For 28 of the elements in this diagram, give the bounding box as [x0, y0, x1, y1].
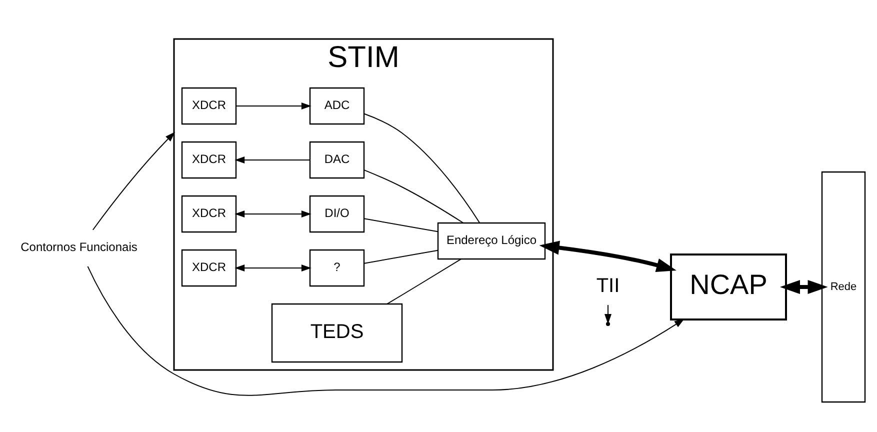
node-box: XDCR	[181, 194, 237, 232]
arrow	[234, 210, 312, 217]
arrow	[234, 156, 310, 163]
arrow	[234, 264, 312, 271]
arrow	[604, 304, 612, 324]
node-text: Contornos Funcionais	[20, 240, 138, 254]
node-box: XDCR	[181, 86, 237, 124]
connector	[364, 169, 464, 223]
node-box: DI/O	[309, 194, 365, 232]
arrow	[539, 240, 676, 272]
node-box: ADC	[309, 86, 365, 124]
connector	[364, 112, 480, 223]
arrow	[780, 279, 828, 294]
node-box: Rede	[821, 170, 866, 402]
arrow	[92, 131, 176, 230]
node-box: XDCR	[181, 248, 237, 286]
node-box: ?	[309, 248, 365, 286]
node-text: TII	[596, 274, 620, 296]
connector	[364, 249, 438, 264]
arrow	[87, 265, 684, 396]
node-box: NCAP	[670, 253, 787, 320]
node-box: DAC	[309, 140, 365, 178]
node-box: TEDS	[271, 302, 403, 362]
node-box: Endereço Lógico	[437, 222, 546, 260]
node-box: XDCR	[181, 140, 237, 178]
arrow	[236, 102, 312, 109]
connector	[364, 218, 438, 232]
connector	[386, 258, 462, 304]
